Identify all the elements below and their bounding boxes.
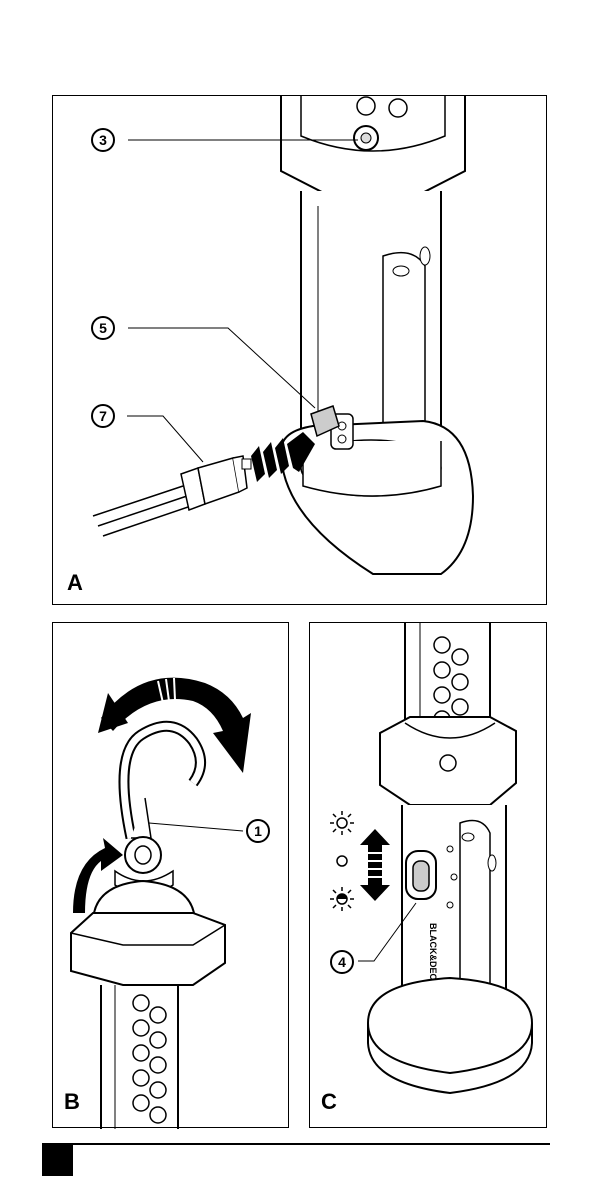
callout-3: 3 xyxy=(91,128,115,152)
brightness-switch-illustration: BLACK&DECKER xyxy=(310,623,548,1129)
panel-letter-a: A xyxy=(67,572,83,594)
sun-bright-icon xyxy=(330,811,354,835)
updown-arrow-icon xyxy=(360,829,390,901)
panel-letter-c: C xyxy=(321,1091,337,1113)
callout-7: 7 xyxy=(91,404,115,428)
sun-dim-icon xyxy=(330,887,354,911)
hook-rotation-illustration xyxy=(53,623,290,1129)
figure-panel-b: 1 B xyxy=(52,622,289,1128)
page-marker-block xyxy=(42,1145,73,1176)
footer-rule xyxy=(42,1143,550,1145)
figure-panel-c: BLACK&DECKER 4 C xyxy=(309,622,547,1128)
callout-5: 5 xyxy=(91,316,115,340)
callout-4: 4 xyxy=(330,950,354,974)
circle-off-icon xyxy=(337,856,347,866)
figure-panel-a: 3 5 7 A xyxy=(52,95,547,605)
panel-letter-b: B xyxy=(64,1091,80,1113)
callout-1: 1 xyxy=(246,819,270,843)
lamp-charging-illustration xyxy=(53,96,548,606)
